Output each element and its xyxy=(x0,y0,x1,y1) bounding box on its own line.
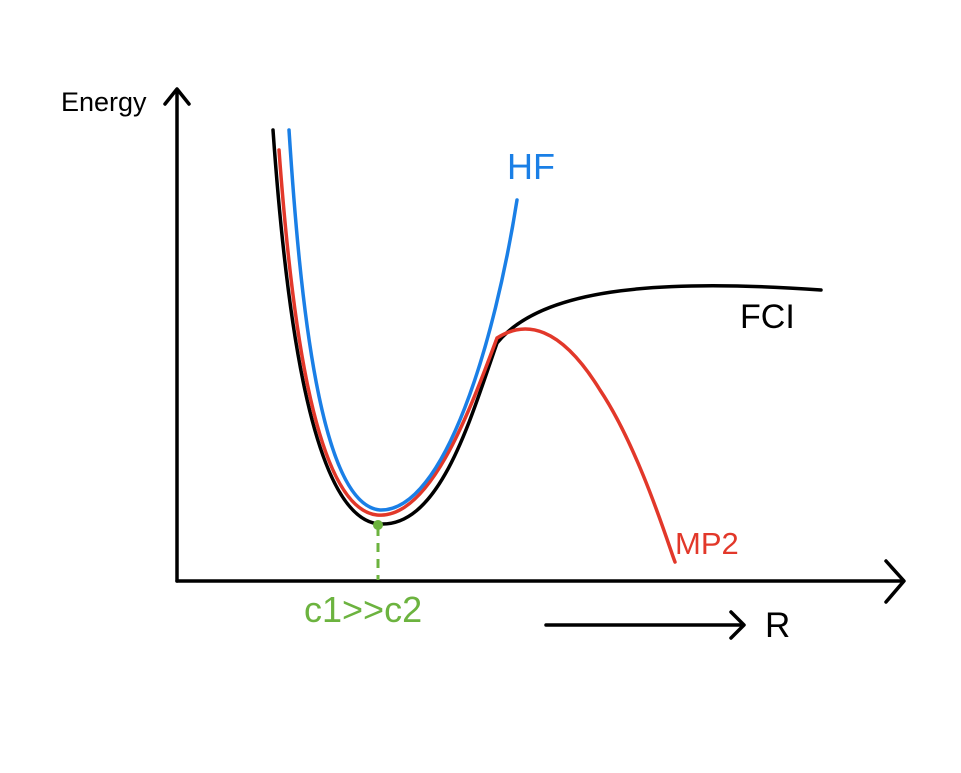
fci-label: FCI xyxy=(740,298,795,336)
y-axis-label: Energy xyxy=(61,87,147,117)
hf-label: HF xyxy=(507,146,555,187)
axes xyxy=(163,87,906,604)
y-axis-arrowhead xyxy=(163,87,191,106)
annotation-label: c1>>c2 xyxy=(304,589,422,630)
mp2-curve xyxy=(277,148,677,564)
x-axis-arrowhead xyxy=(884,559,906,604)
hf-curve xyxy=(287,128,519,512)
r-direction-arrow xyxy=(544,610,746,640)
mp2-label: MP2 xyxy=(675,526,739,561)
equilibrium-marker xyxy=(373,520,383,580)
x-axis-label: R xyxy=(765,606,790,645)
equilibrium-point xyxy=(373,520,383,530)
fci-curve xyxy=(271,128,823,526)
